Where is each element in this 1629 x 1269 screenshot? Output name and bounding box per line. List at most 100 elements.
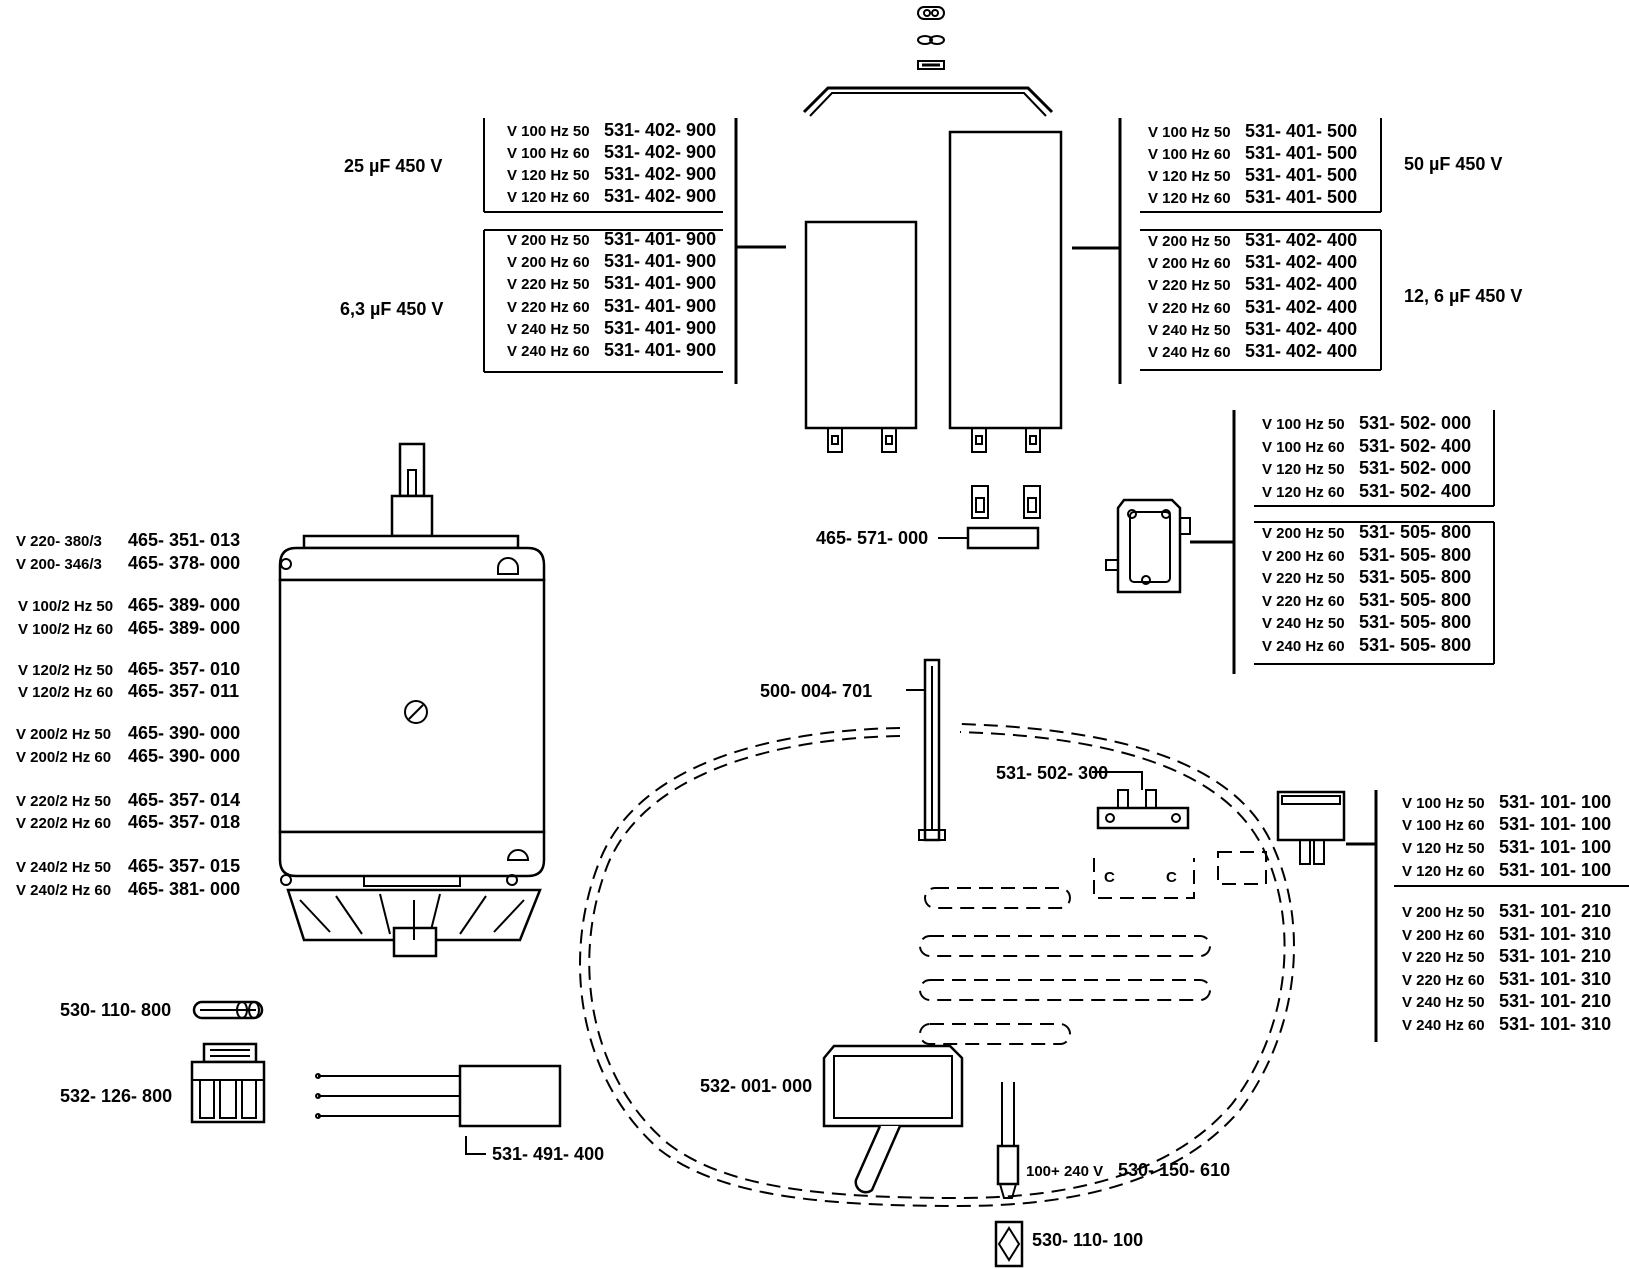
table-row-part: 531- 505- 800 (1359, 635, 1471, 655)
table-row-spec: V 100 Hz 60 (1402, 817, 1485, 834)
table-row-part: 465- 390- 000 (128, 746, 240, 766)
table-row-part: 531- 101- 100 (1499, 860, 1611, 880)
table-row-spec: V 240 Hz 50 (1262, 615, 1345, 632)
capacitor-left-table-b: V 200 Hz 50 531- 401- 900 V 200 Hz 60 53… (507, 229, 716, 360)
table-row-spec: V 220 Hz 60 (1148, 300, 1231, 317)
table-row-part: 531- 502- 400 (1359, 436, 1471, 456)
module-component (315, 1064, 562, 1155)
terminal-block-label: 465- 571- 000 (816, 528, 928, 548)
tilt-switch-label: 532- 001- 000 (700, 1076, 812, 1096)
table-row-part: 531- 401- 500 (1245, 165, 1357, 185)
table-row-part: 531- 402- 400 (1245, 252, 1357, 272)
table-row-part: 531- 502- 000 (1359, 413, 1471, 433)
table-row-spec: V 240 Hz 50 (507, 321, 590, 338)
heater-mark-right: C (1166, 869, 1177, 886)
element-rod (906, 658, 946, 842)
table-row-spec: V 220 Hz 60 (1262, 593, 1345, 610)
table-row-part: 531- 402- 400 (1245, 341, 1357, 361)
fuse-label: 530- 110- 800 (60, 1000, 171, 1020)
table-row-part: 531- 101- 310 (1499, 1014, 1611, 1034)
table-row-spec: V 220 Hz 50 (1262, 570, 1345, 587)
table-row-spec: V 240 Hz 60 (1148, 344, 1231, 361)
heater-mark-left: C (1104, 869, 1115, 886)
table-row-part: 465- 390- 000 (128, 723, 240, 743)
table-row-spec: V 220 Hz 60 (1402, 972, 1485, 989)
thermostat-component (1092, 771, 1190, 830)
top-hardware (917, 6, 945, 70)
capacitor-left-table-a: V 100 Hz 50 531- 402- 900 V 100 Hz 60 53… (507, 120, 716, 206)
table-row-spec: V 240 Hz 50 (1148, 322, 1231, 339)
table-row-part: 465- 357- 011 (128, 681, 239, 701)
table-row-spec: V 100 Hz 50 (1262, 416, 1345, 433)
table-row-spec: V 100 Hz 50 (507, 123, 590, 140)
table-row-spec: V 220 Hz 50 (1148, 277, 1231, 294)
table-row-spec: V 100 Hz 50 (1148, 124, 1231, 141)
capacitor-bracket (802, 86, 1054, 117)
capacitor-left-a-label: 25 µF 450 V (344, 156, 442, 176)
relay-table-b: V 200 Hz 50 531- 505- 800 V 200 Hz 60 53… (1262, 522, 1471, 655)
table-row-part: 531- 401- 900 (604, 229, 716, 249)
table-row-spec: V 240/2 Hz 60 (16, 882, 111, 899)
table-row-part: 465- 357- 010 (128, 659, 240, 679)
table-row-part: 531- 401- 900 (604, 296, 716, 316)
table-row-part: 465- 381- 000 (128, 879, 240, 899)
fuse-component (192, 1000, 264, 1020)
capacitor-right-a-label: 50 µF 450 V (1404, 154, 1502, 174)
table-row-part: 531- 101- 100 (1499, 792, 1611, 812)
capacitor-right-table-a: V 100 Hz 50 531- 401- 500 V 100 Hz 60 53… (1148, 121, 1357, 207)
switch-table-b: V 200 Hz 50 531- 101- 210 V 200 Hz 60 53… (1402, 901, 1611, 1034)
motor-component (278, 442, 546, 958)
table-row-part: 531- 401- 900 (604, 340, 716, 360)
table-row-spec: V 200- 346/3 (16, 556, 102, 573)
table-row-spec: V 100 Hz 50 (1402, 795, 1485, 812)
tilt-switch-component (822, 1044, 964, 1194)
table-row-part: 531- 505- 800 (1359, 612, 1471, 632)
table-row-part: 465- 357- 015 (128, 856, 240, 876)
table-row-spec: V 220/2 Hz 50 (16, 793, 111, 810)
capacitor-left-body (804, 220, 918, 453)
bottom-fuse-label: 530- 110- 100 (1032, 1230, 1143, 1250)
table-row-part: 531- 402- 400 (1245, 274, 1357, 294)
table-row-part: 531- 402- 900 (604, 164, 716, 184)
capacitor-right-frame (1072, 118, 1382, 384)
thermostat-label: 531- 502- 300 (996, 763, 1108, 783)
relay-table-a: V 100 Hz 50 531- 502- 000 V 100 Hz 60 53… (1262, 413, 1471, 501)
capacitor-left-b-label: 6,3 µF 450 V (340, 299, 443, 319)
table-row-spec: V 120 Hz 60 (1262, 484, 1345, 501)
capacitor-right-body (948, 130, 1063, 453)
table-row-part: 531- 401- 900 (604, 273, 716, 293)
table-row-spec: V 200 Hz 60 (1402, 927, 1485, 944)
table-row-part: 531- 401- 900 (604, 318, 716, 338)
table-row-spec: V 120 Hz 60 (1402, 863, 1485, 880)
heater-coils (919, 851, 1267, 1045)
table-row-spec: V 120/2 Hz 60 (18, 684, 113, 701)
table-row-part: 465- 378- 000 (128, 553, 240, 573)
table-row-spec: V 220 Hz 50 (507, 276, 590, 293)
table-row-spec: V 240 Hz 60 (507, 343, 590, 360)
table-row-part: 531- 402- 400 (1245, 319, 1357, 339)
cabinet-outline (579, 723, 1295, 1208)
relay-frame (1232, 410, 1495, 674)
bottom-fuse-component (994, 1220, 1024, 1268)
table-row-part: 531- 401- 500 (1245, 187, 1357, 207)
capacitor-right-table-b: V 200 Hz 50 531- 402- 400 V 200 Hz 60 53… (1148, 230, 1357, 361)
table-row-spec: V 200 Hz 50 (507, 232, 590, 249)
table-row-spec: V 200 Hz 50 (1148, 233, 1231, 250)
table-row-spec: V 100/2 Hz 60 (18, 621, 113, 638)
table-row-part: 531- 101- 100 (1499, 814, 1611, 834)
table-row-spec: V 120 Hz 50 (1262, 461, 1345, 478)
table-row-part: 531- 402- 400 (1245, 297, 1357, 317)
table-row-spec: V 220/2 Hz 60 (16, 815, 111, 832)
table-row-spec: V 100 Hz 60 (1262, 439, 1345, 456)
table-row-spec: V 200/2 Hz 50 (16, 726, 111, 743)
table-row-part: 531- 502- 400 (1359, 481, 1471, 501)
element-rod-label: 500- 004- 701 (760, 681, 872, 701)
table-row-spec: V 100 Hz 60 (507, 145, 590, 162)
table-row-part: 531- 505- 800 (1359, 567, 1471, 587)
table-row-spec: V 120 Hz 60 (507, 189, 590, 206)
table-row-spec: V 120 Hz 60 (1148, 190, 1231, 207)
table-row-spec: V 200 Hz 60 (1262, 548, 1345, 565)
table-row-part: 531- 401- 900 (604, 251, 716, 271)
table-row-spec: V 240 Hz 60 (1262, 638, 1345, 655)
relay-component (1105, 498, 1234, 594)
